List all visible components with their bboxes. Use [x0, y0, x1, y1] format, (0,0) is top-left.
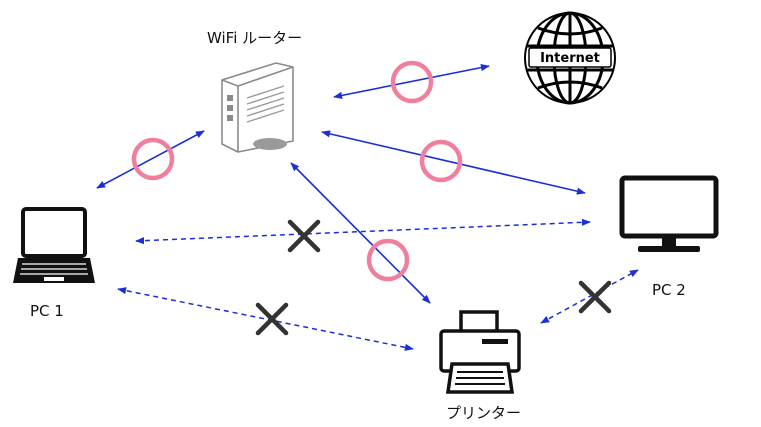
ok-markers — [131, 60, 463, 282]
internet-globe-icon — [524, 11, 616, 105]
printer-label: プリンター — [446, 404, 522, 422]
ng-cross-pc1-printer — [255, 302, 289, 336]
ng-cross-printer-pc2 — [578, 280, 612, 314]
ok-circle-router-printer — [366, 238, 410, 282]
monitor-icon — [619, 175, 719, 252]
ok-circle-router-internet — [390, 60, 434, 104]
ok-circle-pc1-router — [131, 137, 175, 181]
internet-label: Internet — [540, 51, 600, 66]
link-pc1-printer — [117, 287, 414, 351]
link-router-internet — [333, 64, 490, 99]
router-icon — [221, 62, 294, 153]
ok-circle-router-pc2 — [419, 139, 463, 183]
link-router-printer — [290, 162, 431, 304]
pc1-label: PC 1 — [30, 302, 64, 320]
link-pc1-pc2 — [135, 218, 591, 245]
pc2-label: PC 2 — [652, 281, 686, 299]
link-pc1-router — [96, 130, 205, 189]
connections-layer — [96, 64, 639, 351]
ng-markers — [255, 219, 612, 336]
laptop-icon — [13, 207, 95, 283]
link-printer-pc2 — [540, 269, 639, 324]
ng-cross-pc1-pc2 — [287, 219, 321, 253]
link-router-pc2 — [321, 130, 586, 195]
printer-icon — [439, 310, 521, 394]
router-label: WiFi ルーター — [207, 29, 303, 47]
